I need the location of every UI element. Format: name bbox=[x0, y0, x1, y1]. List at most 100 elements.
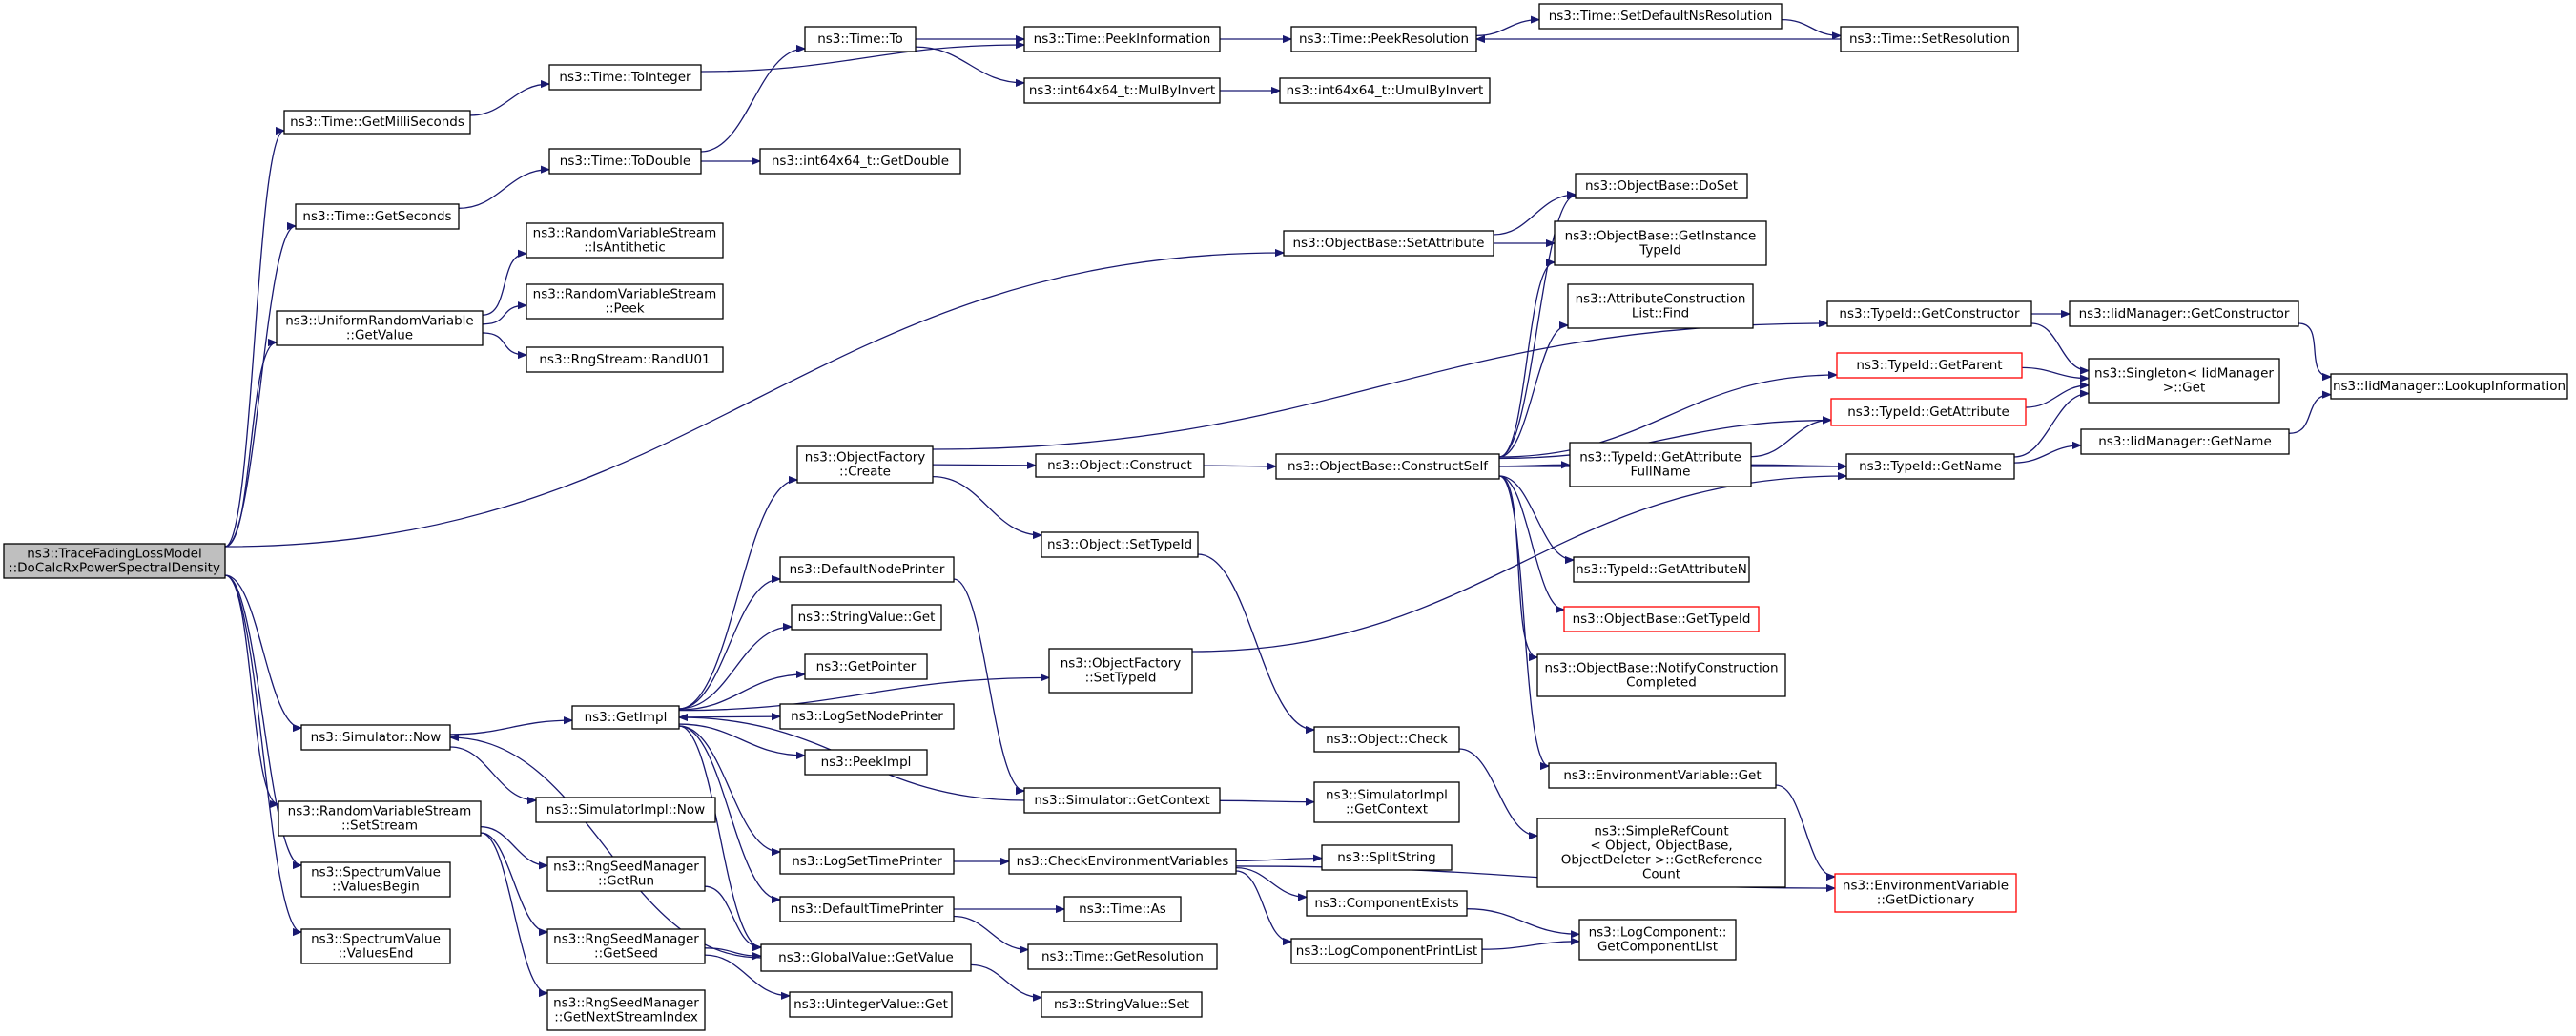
node-i64GetDouble[interactable]: ns3::int64x64_t::GetDouble bbox=[759, 148, 961, 175]
node-getImpl[interactable]: ns3::GetImpl bbox=[571, 705, 680, 730]
node-umulByInvert[interactable]: ns3::int64x64_t::UmulByInvert bbox=[1279, 77, 1491, 104]
node-envGet[interactable]: ns3::EnvironmentVariable::Get bbox=[1548, 762, 1777, 789]
node-box bbox=[1836, 352, 2023, 379]
node-splitString[interactable]: ns3::SplitString bbox=[1321, 844, 1453, 871]
node-label: ns3::LogComponentPrintList bbox=[1296, 943, 1477, 959]
node-getSeconds[interactable]: ns3::Time::GetSeconds bbox=[295, 203, 460, 230]
edge-uniGetValue-to-peekRvs bbox=[482, 305, 526, 325]
node-box bbox=[300, 861, 451, 898]
node-label: ns3::TypeId::GetAttribute bbox=[1847, 404, 2009, 420]
node-uniGetValue[interactable]: ns3::UniformRandomVariable::GetValue bbox=[276, 310, 484, 346]
node-objCheck[interactable]: ns3::Object::Check bbox=[1313, 726, 1460, 753]
node-rngGetSeed[interactable]: ns3::RngSeedManager::GetSeed bbox=[546, 928, 706, 964]
node-rvsSetStream[interactable]: ns3::RandomVariableStream::SetStream bbox=[278, 800, 482, 837]
edge-root-to-getSeconds bbox=[224, 226, 297, 548]
node-strValSet[interactable]: ns3::StringValue::Set bbox=[1041, 991, 1203, 1018]
node-box bbox=[1290, 26, 1477, 52]
node-gvGetValue[interactable]: ns3::GlobalValue::GetValue bbox=[760, 943, 972, 972]
node-rngNext[interactable]: ns3::RngSeedManager::GetNextStreamIndex bbox=[546, 989, 706, 1031]
node-label: ns3::Time::As bbox=[1079, 901, 1166, 917]
node-objFactCreate[interactable]: ns3::ObjectFactory::Create bbox=[796, 445, 934, 484]
node-timeTo[interactable]: ns3::Time::To bbox=[804, 26, 917, 52]
node-label: TypeId bbox=[1638, 243, 1681, 259]
node-iidGetName[interactable]: ns3::IidManager::GetName bbox=[2080, 428, 2290, 455]
node-getMilli[interactable]: ns3::Time::GetMilliSeconds bbox=[283, 110, 471, 135]
node-uintValGet[interactable]: ns3::UintegerValue::Get bbox=[789, 991, 953, 1018]
node-label: ns3::UniformRandomVariable bbox=[285, 314, 474, 329]
node-box bbox=[283, 110, 471, 135]
node-obConstructSelf[interactable]: ns3::ObjectBase::ConstructSelf bbox=[1275, 453, 1500, 480]
node-box bbox=[1041, 531, 1199, 558]
node-obNotify[interactable]: ns3::ObjectBase::NotifyConstructionCompl… bbox=[1536, 653, 1786, 697]
node-box bbox=[1023, 26, 1221, 52]
node-checkEnv[interactable]: ns3::CheckEnvironmentVariables bbox=[1008, 848, 1237, 875]
node-peekRes[interactable]: ns3::Time::PeekResolution bbox=[1290, 26, 1477, 52]
node-obDoSet[interactable]: ns3::ObjectBase::DoSet bbox=[1575, 173, 1748, 199]
edge-layer bbox=[224, 20, 2332, 998]
node-objSetTypeId[interactable]: ns3::Object::SetTypeId bbox=[1041, 531, 1199, 558]
node-simImplNow[interactable]: ns3::SimulatorImpl::Now bbox=[535, 797, 716, 823]
node-toDouble[interactable]: ns3::Time::ToDouble bbox=[548, 148, 702, 175]
node-tidGetName[interactable]: ns3::TypeId::GetName bbox=[1845, 453, 2015, 480]
node-logSetNodePrinter[interactable]: ns3::LogSetNodePrinter bbox=[779, 703, 955, 730]
node-iidGetConstructor[interactable]: ns3::IidManager::GetConstructor bbox=[2069, 300, 2299, 327]
node-rngGetRun[interactable]: ns3::RngSeedManager::GetRun bbox=[546, 856, 706, 892]
edge-root-to-getMilli bbox=[224, 131, 285, 548]
node-timeGetRes[interactable]: ns3::Time::GetResolution bbox=[1027, 943, 1218, 970]
node-getPointer[interactable]: ns3::GetPointer bbox=[804, 653, 928, 680]
node-isAnti[interactable]: ns3::RandomVariableStream::IsAntithetic bbox=[526, 222, 724, 259]
node-tidGetAttrN[interactable]: ns3::TypeId::GetAttributeN bbox=[1573, 556, 1750, 583]
edge-peekRes-to-setDefNsRes bbox=[1475, 20, 1539, 37]
node-obGetTypeId[interactable]: ns3::ObjectBase::GetTypeId bbox=[1563, 606, 1760, 632]
node-timeAs[interactable]: ns3::Time::As bbox=[1063, 896, 1182, 922]
node-root[interactable]: ns3::TraceFadingLossModel::DoCalcRxPower… bbox=[3, 543, 226, 579]
node-simpleRef[interactable]: ns3::SimpleRefCount< Object, ObjectBase,… bbox=[1536, 818, 1786, 888]
node-box bbox=[3, 543, 226, 579]
node-obSetAttr[interactable]: ns3::ObjectBase::SetAttribute bbox=[1283, 230, 1494, 257]
node-peekImpl[interactable]: ns3::PeekImpl bbox=[804, 749, 928, 776]
node-peekInfo[interactable]: ns3::Time::PeekInformation bbox=[1023, 26, 1221, 52]
edge-root-to-svEnd bbox=[224, 574, 302, 932]
node-svBegin[interactable]: ns3::SpectrumValue::ValuesBegin bbox=[300, 861, 451, 898]
node-defTimePrinter[interactable]: ns3::DefaultTimePrinter bbox=[779, 896, 955, 922]
edge-root-to-obSetAttr bbox=[224, 253, 1284, 548]
node-randU01[interactable]: ns3::RngStream::RandU01 bbox=[526, 346, 724, 373]
node-setDefNsRes[interactable]: ns3::Time::SetDefaultNsResolution bbox=[1538, 3, 1783, 30]
node-logSetTimePrinter[interactable]: ns3::LogSetTimePrinter bbox=[779, 848, 955, 875]
node-svEnd[interactable]: ns3::SpectrumValue::ValuesEnd bbox=[300, 928, 451, 964]
node-peekRvs[interactable]: ns3::RandomVariableStream::Peek bbox=[526, 283, 724, 320]
node-ofSetTypeId[interactable]: ns3::ObjectFactory::SetTypeId bbox=[1048, 648, 1193, 694]
node-defNodePrinter[interactable]: ns3::DefaultNodePrinter bbox=[779, 556, 955, 583]
node-logCompPrintList[interactable]: ns3::LogComponentPrintList bbox=[1290, 938, 1483, 964]
node-tidGetConstructor[interactable]: ns3::TypeId::GetConstructor bbox=[1826, 300, 2032, 327]
node-simNow[interactable]: ns3::Simulator::Now bbox=[300, 724, 451, 751]
node-label: ns3::IidManager::GetConstructor bbox=[2079, 306, 2290, 321]
edge-tidGetName-to-singletonGet bbox=[2013, 394, 2089, 458]
edge-tidGetName-to-iidGetName bbox=[2013, 445, 2081, 464]
node-box bbox=[1313, 726, 1460, 753]
edge-arrow bbox=[2013, 445, 2081, 464]
node-box bbox=[295, 203, 460, 230]
node-tidGetAttribute[interactable]: ns3::TypeId::GetAttribute bbox=[1830, 398, 2027, 426]
node-objConstruct[interactable]: ns3::Object::Construct bbox=[1035, 453, 1205, 478]
node-box bbox=[1840, 26, 2019, 52]
node-toInteger[interactable]: ns3::Time::ToInteger bbox=[548, 64, 702, 91]
node-box bbox=[1538, 3, 1783, 30]
node-label: ns3::SplitString bbox=[1337, 850, 1436, 865]
node-stringValGet[interactable]: ns3::StringValue::Get bbox=[791, 604, 942, 631]
node-compExists[interactable]: ns3::ComponentExists bbox=[1306, 890, 1468, 917]
node-simImplGetContext[interactable]: ns3::SimulatorImpl::GetContext bbox=[1313, 781, 1460, 823]
node-iidLookup[interactable]: ns3::IidManager::LookupInformation bbox=[2330, 373, 2568, 400]
node-singletonGet[interactable]: ns3::Singleton< IidManager>::Get bbox=[2088, 358, 2280, 404]
node-logCompGetList[interactable]: ns3::LogComponent::GetComponentList bbox=[1578, 919, 1737, 961]
node-tidGetParent[interactable]: ns3::TypeId::GetParent bbox=[1836, 352, 2023, 379]
node-setRes[interactable]: ns3::Time::SetResolution bbox=[1840, 26, 2019, 52]
edge-uniGetValue-to-randU01 bbox=[482, 332, 526, 355]
node-simGetContext[interactable]: ns3::Simulator::GetContext bbox=[1023, 787, 1221, 814]
node-mulByInvert[interactable]: ns3::int64x64_t::MulByInvert bbox=[1023, 77, 1221, 104]
node-envGetDict[interactable]: ns3::EnvironmentVariable::GetDictionary bbox=[1834, 873, 2017, 913]
node-box bbox=[796, 445, 934, 484]
